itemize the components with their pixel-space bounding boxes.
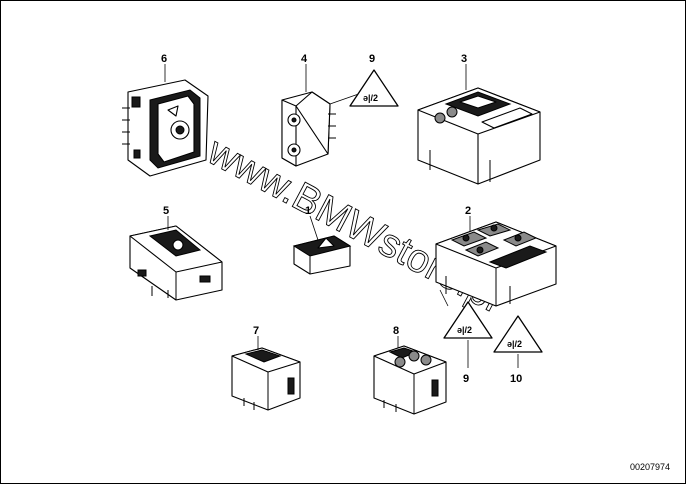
- part-label-7: 7: [253, 325, 259, 337]
- part-5-switch[interactable]: [129, 216, 223, 301]
- svg-text:ǝ|/2: ǝ|/2: [507, 339, 522, 349]
- part-7-switch[interactable]: [231, 336, 301, 411]
- part-label-9-bottom: 9: [463, 373, 469, 385]
- part-label-5: 5: [163, 205, 169, 217]
- warning-triangle-9-bottom[interactable]: ǝ|/2: [439, 289, 493, 368]
- part-label-3: 3: [461, 53, 467, 65]
- part-label-4: 4: [301, 53, 308, 65]
- part-label-6: 6: [161, 53, 167, 65]
- part-label-9-top: 9: [369, 53, 375, 65]
- warning-triangle-9-top[interactable]: ǝ|/2: [349, 69, 399, 107]
- part-6-switch[interactable]: [122, 64, 209, 177]
- warning-triangle-10[interactable]: ǝ|/2: [493, 315, 543, 368]
- part-4-switch[interactable]: [281, 64, 371, 167]
- part-2-switch-block[interactable]: [435, 216, 557, 307]
- part-label-1: 1: [305, 205, 311, 217]
- part-label-10: 10: [510, 373, 522, 385]
- part-3-switch-block[interactable]: [417, 64, 541, 185]
- diagram-code: 00207974: [630, 462, 670, 472]
- part-label-8: 8: [393, 325, 399, 337]
- svg-text:ǝ|/2: ǝ|/2: [457, 325, 472, 335]
- part-8-switch[interactable]: [373, 336, 447, 415]
- svg-text:ǝ|/2: ǝ|/2: [363, 93, 378, 103]
- part-1-hazard-switch[interactable]: [292, 215, 352, 275]
- part-label-2: 2: [465, 205, 471, 217]
